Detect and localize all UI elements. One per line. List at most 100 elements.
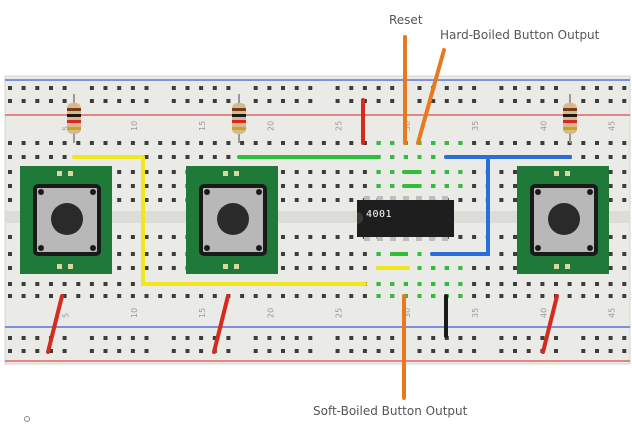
column-number: 5 xyxy=(62,126,71,131)
breadboard-hole xyxy=(8,235,12,239)
breadboard-hole xyxy=(526,349,531,353)
breadboard-hole xyxy=(294,86,299,90)
breadboard-hole xyxy=(62,282,67,286)
breadboard-hole xyxy=(144,184,149,188)
chip-pin xyxy=(364,237,370,241)
breadboard-hole xyxy=(321,198,326,202)
breadboard-hole xyxy=(390,282,395,286)
breadboard-hole xyxy=(171,141,176,145)
breadboard-hole xyxy=(444,99,449,103)
breadboard-hole xyxy=(622,282,627,286)
column-number: 25 xyxy=(335,308,344,318)
reset-label: Reset xyxy=(389,13,423,27)
breadboard-hole xyxy=(321,294,326,298)
breadboard-hole xyxy=(62,155,67,159)
breadboard-hole xyxy=(458,86,463,90)
breadboard-hole xyxy=(294,141,299,145)
breadboard-hole xyxy=(171,170,176,174)
breadboard-hole xyxy=(171,99,176,103)
breadboard-hole xyxy=(472,86,477,90)
breadboard-hole xyxy=(294,336,299,340)
breadboard-hole xyxy=(608,294,613,298)
breadboard-hole xyxy=(144,99,149,103)
breadboard-hole xyxy=(581,336,586,340)
breadboard-hole xyxy=(499,170,504,174)
breadboard-hole xyxy=(185,86,190,90)
wire-yellow-long xyxy=(72,155,367,286)
breadboard-hole xyxy=(622,155,627,159)
breadboard-hole xyxy=(513,184,517,188)
breadboard-hole xyxy=(240,294,245,298)
breadboard-hole xyxy=(335,184,340,188)
breadboard-hole xyxy=(513,266,517,270)
breadboard-hole xyxy=(8,184,12,188)
breadboard-hole xyxy=(417,155,422,159)
breadboard-hole xyxy=(117,294,122,298)
breadboard-hole xyxy=(485,141,490,145)
breadboard-hole xyxy=(390,99,395,103)
breadboard-hole xyxy=(499,252,504,256)
breadboard-hole xyxy=(144,235,149,239)
breadboard-hole xyxy=(390,155,395,159)
breadboard-hole xyxy=(349,184,354,188)
breadboard-hole xyxy=(117,235,122,239)
chip-pin xyxy=(377,237,383,241)
breadboard-hole xyxy=(335,336,340,340)
breadboard-hole xyxy=(581,141,586,145)
pushbutton-2 xyxy=(186,166,278,274)
breadboard-hole xyxy=(294,235,299,239)
breadboard-hole xyxy=(281,184,285,188)
breadboard-hole xyxy=(35,336,40,340)
breadboard-hole xyxy=(35,349,40,353)
breadboard-hole xyxy=(144,86,149,90)
breadboard-hole xyxy=(362,349,367,353)
breadboard-hole xyxy=(21,155,26,159)
breadboard-hole xyxy=(540,294,545,298)
breadboard-hole xyxy=(21,336,26,340)
breadboard-hole xyxy=(554,349,558,353)
breadboard-hole xyxy=(349,86,354,90)
breadboard-hole xyxy=(458,349,463,353)
breadboard-hole xyxy=(89,99,94,103)
breadboard-hole xyxy=(431,141,436,145)
breadboard-hole xyxy=(335,235,340,239)
chip-pin xyxy=(390,237,396,241)
breadboard-hole xyxy=(130,282,135,286)
breadboard-hole xyxy=(472,282,477,286)
breadboard-hole xyxy=(431,170,436,174)
breadboard-hole xyxy=(335,252,340,256)
breadboard-hole xyxy=(226,99,231,103)
resistor-2 xyxy=(232,94,246,143)
breadboard-hole xyxy=(376,184,381,188)
breadboard-hole xyxy=(158,294,163,298)
breadboard-hole xyxy=(431,184,436,188)
breadboard-hole xyxy=(431,99,436,103)
breadboard-hole xyxy=(444,282,449,286)
breadboard-hole xyxy=(185,336,190,340)
breadboard-hole xyxy=(226,349,231,353)
wire-red-bottom-2 xyxy=(212,294,230,354)
breadboard-hole xyxy=(581,294,586,298)
breadboard-hole xyxy=(622,198,627,202)
breadboard-hole xyxy=(144,252,149,256)
breadboard-hole xyxy=(622,349,627,353)
breadboard-hole xyxy=(212,86,217,90)
breadboard-hole xyxy=(253,294,258,298)
breadboard-hole xyxy=(458,198,463,202)
breadboard-hole xyxy=(472,349,477,353)
breadboard-hole xyxy=(171,235,176,239)
breadboard-hole xyxy=(403,155,408,159)
breadboard-hole xyxy=(540,141,545,145)
breadboard-hole xyxy=(281,266,285,270)
breadboard-hole xyxy=(308,336,313,340)
breadboard-hole xyxy=(554,282,558,286)
breadboard-hole xyxy=(281,99,285,103)
breadboard-hole xyxy=(376,86,381,90)
column-number: 45 xyxy=(608,308,617,318)
breadboard-hole xyxy=(8,349,12,353)
breadboard-hole xyxy=(89,336,94,340)
breadboard-hole xyxy=(281,235,285,239)
breadboard-hole xyxy=(21,349,26,353)
breadboard-hole xyxy=(608,141,613,145)
breadboard-hole xyxy=(595,141,599,145)
